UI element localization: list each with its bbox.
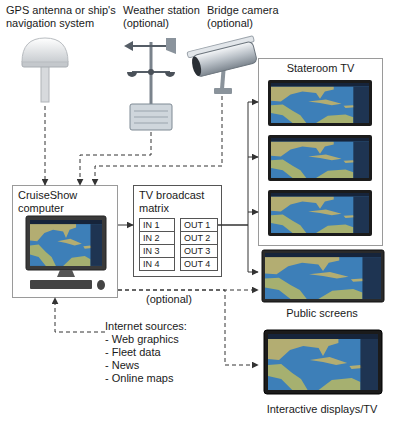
output-port: OUT 2 [180, 231, 218, 245]
screen-display [265, 253, 381, 299]
screen-frame [262, 250, 384, 302]
camera-body-group [187, 36, 260, 79]
interactive-display-illustration [264, 330, 382, 394]
sensor-louvre [134, 111, 168, 112]
bridge-camera: Bridge camera (optional) [207, 4, 281, 96]
node-label: OUT 4 [184, 258, 217, 270]
stateroom-tv-group: Stateroom TV [258, 58, 383, 246]
internet-sources: Internet sources:- Web graphics- Fleet d… [105, 320, 217, 390]
wind-vane-arm [130, 45, 172, 47]
connector [118, 225, 133, 226]
computer-illustration [26, 216, 106, 290]
node-label: TV broadcast matrix [139, 189, 216, 215]
display-frame [264, 330, 382, 394]
gps-antenna-icon [22, 38, 68, 102]
tv-screen [271, 83, 369, 123]
node-label: - News [105, 359, 217, 372]
edge-label: (optional) [146, 293, 192, 306]
node-label: - Web graphics [105, 333, 217, 346]
public-screens: Public screens [258, 248, 386, 320]
node-label: IN 3 [143, 245, 174, 257]
display-screen [268, 334, 378, 390]
connector [218, 157, 258, 225]
monitor-screen [30, 220, 102, 266]
tv-frame [268, 80, 372, 126]
sensor-louvre [134, 123, 168, 124]
anemometer-cup [127, 72, 137, 77]
connector [118, 290, 258, 291]
node-label: - Online maps [105, 372, 217, 385]
connector [55, 298, 105, 332]
public-screen-illustration [262, 250, 384, 302]
branch-wire [248, 102, 258, 157]
node-label: GPS antenna or ship's navigation system [6, 4, 122, 30]
connector [95, 96, 222, 185]
node-label: Internet sources: [105, 320, 217, 333]
tv-screen [271, 138, 369, 178]
anemometer-hub [148, 69, 154, 75]
gps-antenna: GPS antenna or ship's navigation system [6, 4, 122, 106]
node-label: Public screens [258, 307, 386, 320]
stateroom-tv-screens [268, 80, 372, 236]
tv-frame [268, 190, 372, 236]
node-label: Stateroom TV [264, 62, 377, 75]
camera-lens [190, 56, 203, 77]
computer-box: CruiseShow computer [12, 185, 118, 298]
input-port: IN 4 [139, 257, 175, 271]
sensor-box [130, 104, 172, 130]
input-port: IN 3 [139, 244, 175, 258]
connector [80, 132, 151, 185]
node-label: CruiseShow computer [18, 189, 112, 215]
anemometer-cup [165, 72, 175, 77]
mouse [97, 280, 105, 290]
tv-screen [271, 193, 369, 233]
node-label: IN 1 [143, 219, 174, 231]
branch-wire [248, 212, 258, 213]
node-label: IN 2 [143, 232, 174, 244]
wind-vane-tail [166, 38, 176, 54]
input-port: IN 2 [139, 231, 175, 245]
output-port: OUT 1 [180, 218, 218, 232]
weather-station: Weather station (optional) [123, 4, 207, 132]
node-label: Interactive displays/TV [258, 403, 386, 416]
antenna-dome [22, 38, 68, 62]
node-label: OUT 3 [184, 245, 217, 257]
wind-vane-head [124, 41, 133, 51]
connector [218, 225, 258, 272]
output-port: OUT 4 [180, 257, 218, 271]
node-label: IN 4 [143, 258, 174, 270]
camera-body [192, 41, 257, 77]
bridge-camera-icon [187, 36, 260, 94]
monitor-bezel [26, 216, 106, 270]
keyboard [30, 280, 92, 289]
interactive-display: Interactive displays/TV [258, 326, 386, 416]
matrix-box: TV broadcast matrix IN 1IN 2IN 3IN 4 OUT 1… [133, 185, 222, 277]
node-label: Bridge camera (optional) [207, 4, 281, 30]
monitor-stand [57, 270, 75, 277]
weather-station-icon [124, 38, 176, 130]
connector [45, 106, 46, 185]
input-port: IN 1 [139, 218, 175, 232]
camera-mount-base [214, 88, 232, 94]
tv-frame [268, 135, 372, 181]
node-label: OUT 1 [184, 219, 217, 231]
sensor-louvre [134, 117, 168, 118]
output-port: OUT 3 [180, 244, 218, 258]
node-label: Weather station (optional) [123, 4, 207, 30]
node-label: OUT 2 [184, 232, 217, 244]
node-label: - Fleet data [105, 346, 217, 359]
antenna-stem [41, 66, 49, 102]
